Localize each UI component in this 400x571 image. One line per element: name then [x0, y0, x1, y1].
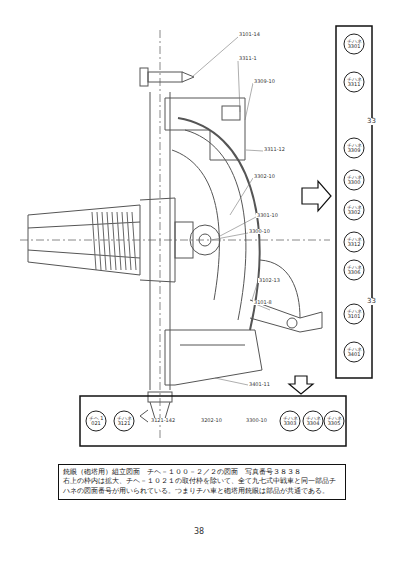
part-number: 3202-10	[200, 418, 223, 423]
callout-number: チハネ 3306	[346, 265, 362, 276]
callout-number: チハネ 3101	[346, 309, 362, 320]
callout-number: チハネ 3401	[346, 347, 362, 358]
callout-circle: チハネ 3305	[323, 410, 345, 432]
part-number: 3301-10	[256, 213, 279, 218]
part-number: 3302-10	[253, 174, 276, 179]
callout-number: チハネ 3304	[305, 416, 321, 427]
spring-coil	[92, 212, 96, 270]
callout-circle: チハネ 3300	[343, 169, 365, 191]
part-number: 3300-10	[245, 418, 268, 423]
callout-number: チハネ 3311	[346, 77, 362, 88]
callout-circle: チハネ 3301	[343, 33, 365, 55]
part-number: 3101-14	[238, 32, 261, 37]
part-number: 3102-13	[258, 278, 281, 283]
spring-coil	[102, 212, 106, 270]
callout-frame	[80, 396, 346, 446]
callout-number: チハネ 3305	[326, 416, 342, 427]
part-number: 33	[366, 298, 377, 305]
callout-number: チハネ 3121	[116, 416, 132, 427]
page-number: 38	[193, 528, 205, 536]
callout-circle: チハネ 3303	[279, 410, 301, 432]
part-number: 3300-10	[248, 229, 271, 234]
callout-circle: チハネ 3312	[343, 231, 365, 253]
callout-number: チヘ 1021	[88, 416, 104, 427]
drawing-lines	[20, 30, 330, 440]
callout-circle: チヘ 1021	[85, 410, 107, 432]
callout-circle: チハネ 3304	[302, 410, 324, 432]
callout-circle: チハネ 3306	[343, 259, 365, 281]
caption-box: 銃眼（砲塔用）組立図面 チヘ－１００－２／２の図面 写真番号３８３８右上の枠内は…	[58, 464, 346, 500]
callout-circle: チハネ 3121	[113, 410, 135, 432]
part-number: 3121-142	[150, 418, 176, 423]
callout-circle: チハネ 3311	[343, 71, 365, 93]
callout-circle: チハネ 3302	[343, 199, 365, 221]
spring-coil	[112, 212, 116, 270]
callout-circle: チハネ 3309	[343, 137, 365, 159]
callout-number: チハネ 3303	[282, 416, 298, 427]
part-number: 33	[366, 118, 377, 125]
spring-coil	[117, 212, 121, 270]
callout-frame	[336, 26, 372, 378]
part-number: 3401-11	[248, 382, 271, 387]
caption-text: 右上の枠内は拡大、チヘ－１０２１の取付枠を除いて、全て九七式中戦車と同一部品チハ…	[63, 477, 341, 496]
callout-number: チハネ 3301	[346, 39, 362, 50]
spring-coil	[122, 212, 126, 270]
pointer-arrow	[302, 181, 331, 211]
part-number: 3101-8	[253, 300, 273, 305]
callout-number: チハネ 3312	[346, 237, 362, 248]
part-number: 3311-12	[263, 147, 286, 152]
caption-text: 銃眼（砲塔用）組立図面 チヘ－１００－２／２の図面 写真番号３８３８	[63, 468, 341, 477]
spring-coil	[107, 212, 111, 270]
part-number: 3311-1	[238, 56, 258, 61]
pointer-arrow	[289, 376, 313, 394]
spring-coil	[132, 212, 136, 270]
spring-coil	[97, 212, 101, 270]
part-number: 3309-10	[253, 79, 276, 84]
callout-number: チハネ 3302	[346, 205, 362, 216]
spring-coil	[127, 212, 131, 270]
callout-circle: チハネ 3401	[343, 341, 365, 363]
callout-number: チハネ 3309	[346, 143, 362, 154]
callout-circle: チハネ 3101	[343, 303, 365, 325]
callout-number: チハネ 3300	[346, 175, 362, 186]
